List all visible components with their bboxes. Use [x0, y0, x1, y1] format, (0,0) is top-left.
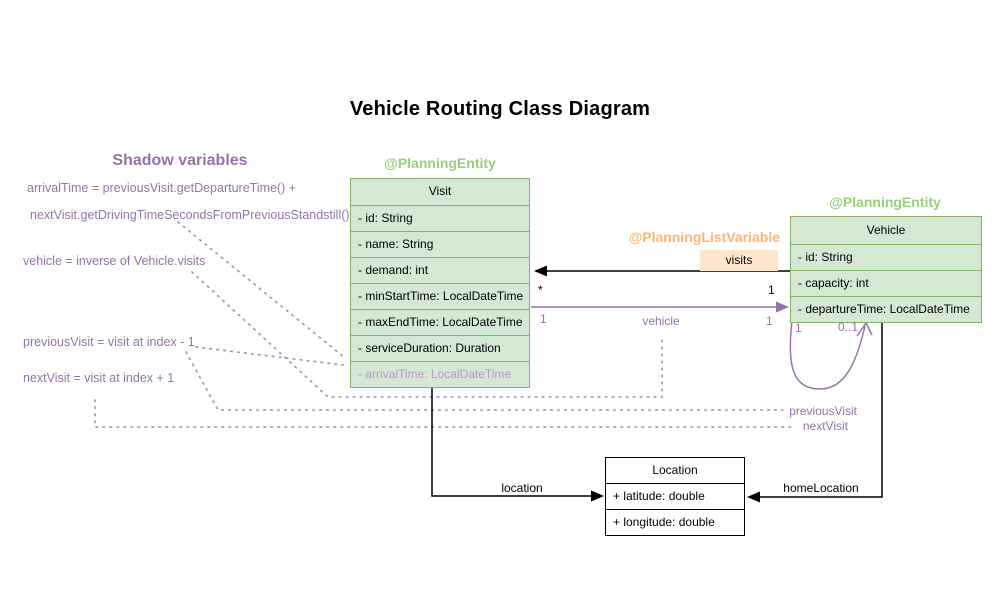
- visit-field-demand: - demand: int: [351, 257, 529, 283]
- self-loop-mult-right: 0..1: [838, 320, 859, 334]
- vehicle-field-id: - id: String: [791, 244, 981, 270]
- vehicle-mult-visit-side: 1: [540, 312, 547, 326]
- visit-field-minstarttime: - minStartTime: LocalDateTime: [351, 283, 529, 309]
- connector-arrivaltime-note: [177, 221, 346, 359]
- vehicle-field-capacity: - capacity: int: [791, 270, 981, 296]
- self-loop-mult-left: 1: [795, 321, 802, 335]
- visit-field-name: - name: String: [351, 231, 529, 257]
- visit-field-maxendtime: - maxEndTime: LocalDateTime: [351, 309, 529, 335]
- self-loop-label-previousvisit: previousVisit: [789, 404, 857, 418]
- planning-list-variable-annotation: @PlanningListVariable: [628, 229, 780, 245]
- class-box-visit: Visit - id: String - name: String - dema…: [350, 178, 530, 388]
- shadow-note-previousvisit: previousVisit = visit at index - 1: [23, 335, 195, 349]
- visits-mult-vehicle-side: 1: [768, 283, 775, 297]
- location-field-longitude: + longitude: double: [606, 509, 744, 535]
- connector-previousvisit-note-to-field: [195, 346, 344, 366]
- shadow-note-arrivaltime: arrivalTime = previousVisit.getDeparture…: [27, 181, 297, 195]
- shadow-note-vehicle-inverse: vehicle = inverse of Vehicle.visits: [23, 254, 206, 268]
- self-loop-label-nextvisit: nextVisit: [802, 419, 848, 433]
- connector-nextvisit-note-to-label: [94, 399, 796, 428]
- class-title-vehicle: Vehicle: [866, 223, 906, 237]
- class-title-location: Location: [652, 463, 698, 477]
- shadow-note-drivingtime: nextVisit.getDrivingTimeSecondsFromPrevi…: [30, 208, 350, 222]
- class-box-vehicle: Vehicle - id: String - capacity: int - d…: [790, 216, 982, 323]
- visits-mult-visit-side: *: [538, 283, 543, 297]
- edge-self-loop: [789, 320, 873, 390]
- visit-field-arrivaltime: - arrivalTime: LocalDateTime: [351, 361, 529, 387]
- visit-planning-entity-annotation: @PlanningEntity: [384, 155, 496, 171]
- vehicle-field-departuretime: - departureTime: LocalDateTime: [791, 296, 981, 322]
- shadow-note-nextvisit: nextVisit = visit at index + 1: [23, 371, 175, 385]
- edge-location: [431, 386, 604, 502]
- shadow-connector-dotted-lines: [94, 221, 796, 428]
- location-edge-label: location: [501, 481, 543, 495]
- class-box-location: Location + latitude: double + longitude:…: [605, 457, 745, 536]
- edge-home-location: [747, 321, 883, 503]
- vehicle-planning-entity-annotation: @PlanningEntity: [829, 194, 941, 210]
- home-location-edge-label: homeLocation: [783, 481, 859, 495]
- visits-edge-label: visits: [700, 250, 778, 271]
- edge-vehicle: [531, 301, 789, 313]
- connector-previousvisit-note-to-label: [185, 351, 784, 411]
- edge-visits: [534, 265, 790, 277]
- connector-vehicle-note: [191, 271, 663, 398]
- vehicle-edge-label: vehicle: [642, 314, 680, 328]
- page-title: Vehicle Routing Class Diagram: [349, 98, 651, 120]
- class-title-visit: Visit: [428, 184, 452, 198]
- location-field-latitude: + latitude: double: [606, 483, 744, 509]
- vehicle-mult-vehicle-side: 1: [766, 314, 773, 328]
- visit-field-serviceduration: - serviceDuration: Duration: [351, 335, 529, 361]
- visit-field-id: - id: String: [351, 205, 529, 231]
- shadow-variables-heading: Shadow variables: [112, 152, 248, 169]
